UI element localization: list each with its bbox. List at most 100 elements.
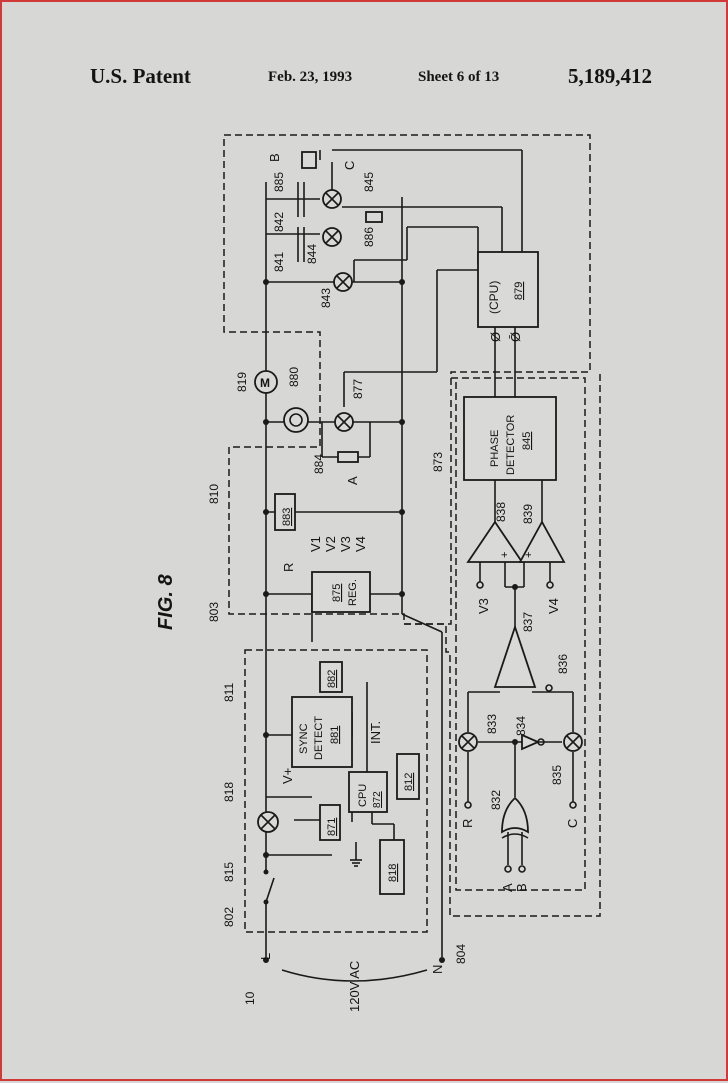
svg-text:810: 810 [207, 484, 221, 504]
figure-title: FIG. 8 [155, 574, 177, 630]
svg-text:844: 844 [305, 244, 319, 264]
svg-text:812: 812 [403, 773, 415, 791]
input-terminals [464, 581, 577, 873]
svg-text:815: 815 [222, 862, 236, 882]
block-882: 882 [319, 661, 343, 693]
svg-text:872: 872 [372, 791, 383, 808]
svg-text:804: 804 [454, 944, 468, 964]
svg-text:881: 881 [329, 726, 341, 744]
svg-text:842: 842 [272, 212, 286, 232]
svg-text:C: C [342, 161, 357, 170]
svg-text:835: 835 [550, 765, 564, 785]
svg-text:V4: V4 [546, 598, 561, 614]
svg-text:B: B [514, 883, 529, 892]
svg-text:DETECTOR: DETECTOR [505, 415, 517, 475]
svg-text:802: 802 [222, 907, 236, 927]
block-871: 871 [319, 804, 341, 841]
svg-text:N: N [430, 965, 445, 974]
mixer-844 [322, 227, 342, 247]
svg-text:CPU: CPU [357, 784, 369, 807]
svg-text:DETECT: DETECT [313, 716, 325, 760]
svg-text:C: C [565, 819, 580, 828]
resistor-886 [365, 211, 383, 223]
svg-text:871: 871 [326, 818, 338, 836]
svg-text:Ø̄: Ø̄ [508, 332, 523, 342]
svg-text:885: 885 [272, 172, 286, 192]
svg-text:841: 841 [272, 252, 286, 272]
xor-gate-832 [501, 796, 529, 834]
svg-text:884: 884 [312, 454, 326, 474]
switch-815 [263, 869, 275, 905]
svg-text:883: 883 [281, 508, 293, 526]
patent-label: U.S. Patent [90, 64, 191, 88]
svg-text:V4: V4 [353, 536, 368, 552]
motor-819: M [254, 370, 278, 394]
svg-text:879: 879 [513, 282, 525, 300]
comparator-838 [466, 520, 524, 563]
mixer-835 [563, 732, 583, 752]
mixer-877 [334, 412, 354, 432]
terminal-l [263, 957, 269, 963]
capacitor-841 [297, 227, 305, 262]
svg-text:818: 818 [222, 782, 236, 802]
region-upper [223, 134, 591, 625]
junction-dots [263, 279, 518, 858]
svg-text:10: 10 [243, 991, 257, 1005]
inverter-834 [521, 733, 541, 751]
svg-text:877: 877 [351, 379, 365, 399]
svg-text:V+: V+ [280, 768, 295, 784]
svg-text:V2: V2 [323, 536, 338, 552]
mixer-845 [322, 189, 342, 209]
region-804 [404, 372, 601, 917]
svg-text:V3: V3 [338, 536, 353, 552]
comparator-839 [518, 520, 566, 563]
svg-text:818: 818 [387, 864, 399, 882]
svg-text:R: R [281, 563, 296, 572]
svg-text:819: 819 [235, 372, 249, 392]
svg-text:+: + [499, 552, 511, 558]
svg-text:120V AC: 120V AC [347, 961, 362, 1012]
svg-text:845: 845 [362, 172, 376, 192]
svg-text:SYNC: SYNC [298, 723, 310, 754]
ac-arc [281, 969, 428, 982]
svg-text:+: + [523, 552, 535, 558]
svg-text:845: 845 [521, 432, 533, 450]
block-818b: 818 [379, 839, 405, 895]
mixer-843 [333, 272, 353, 292]
lamp-880 [283, 407, 309, 433]
svg-text:L: L [258, 953, 273, 960]
output-b-box [301, 151, 317, 169]
svg-text:A: A [500, 883, 515, 892]
line-n-jog [401, 613, 443, 633]
svg-text:REG.: REG. [347, 579, 359, 606]
svg-text:832: 832 [489, 790, 503, 810]
svg-text:838: 838 [494, 502, 508, 522]
svg-text:836: 836 [556, 654, 570, 674]
capacitor-842 [297, 182, 305, 217]
svg-text:882: 882 [326, 670, 338, 688]
cpu-872-block: CPU 872 [348, 771, 388, 813]
reg-875-block: 875 REG. [311, 571, 371, 613]
block-812: 812 [396, 753, 420, 800]
svg-text:PHASE: PHASE [489, 430, 501, 467]
mixer-833 [458, 732, 478, 752]
region-811 [244, 649, 428, 933]
svg-text:803: 803 [207, 602, 221, 622]
svg-text:811: 811 [222, 683, 236, 702]
svg-text:843: 843 [319, 288, 333, 308]
svg-text:V1: V1 [308, 536, 323, 552]
svg-text:INT.: INT. [368, 721, 383, 744]
svg-text:875: 875 [331, 584, 343, 602]
amplifier-837 [493, 624, 537, 688]
block-883: 883 [274, 493, 296, 531]
xor-gate-832-input [501, 833, 529, 839]
svg-text:V3: V3 [476, 598, 491, 614]
svg-text:880: 880 [287, 367, 301, 387]
signal-labels: B C A R L N Ø Ø̄ V1 V2 V3 V4 V3 V4 V+ IN… [258, 153, 580, 1012]
sheet-number: Sheet 6 of 13 [418, 69, 500, 85]
reference-labels: 885 842 841 844 845 886 843 819 880 877 … [207, 172, 570, 1005]
svg-text:Ø: Ø [488, 332, 503, 342]
svg-text:(CPU): (CPU) [487, 281, 501, 314]
svg-text:839: 839 [521, 504, 535, 524]
